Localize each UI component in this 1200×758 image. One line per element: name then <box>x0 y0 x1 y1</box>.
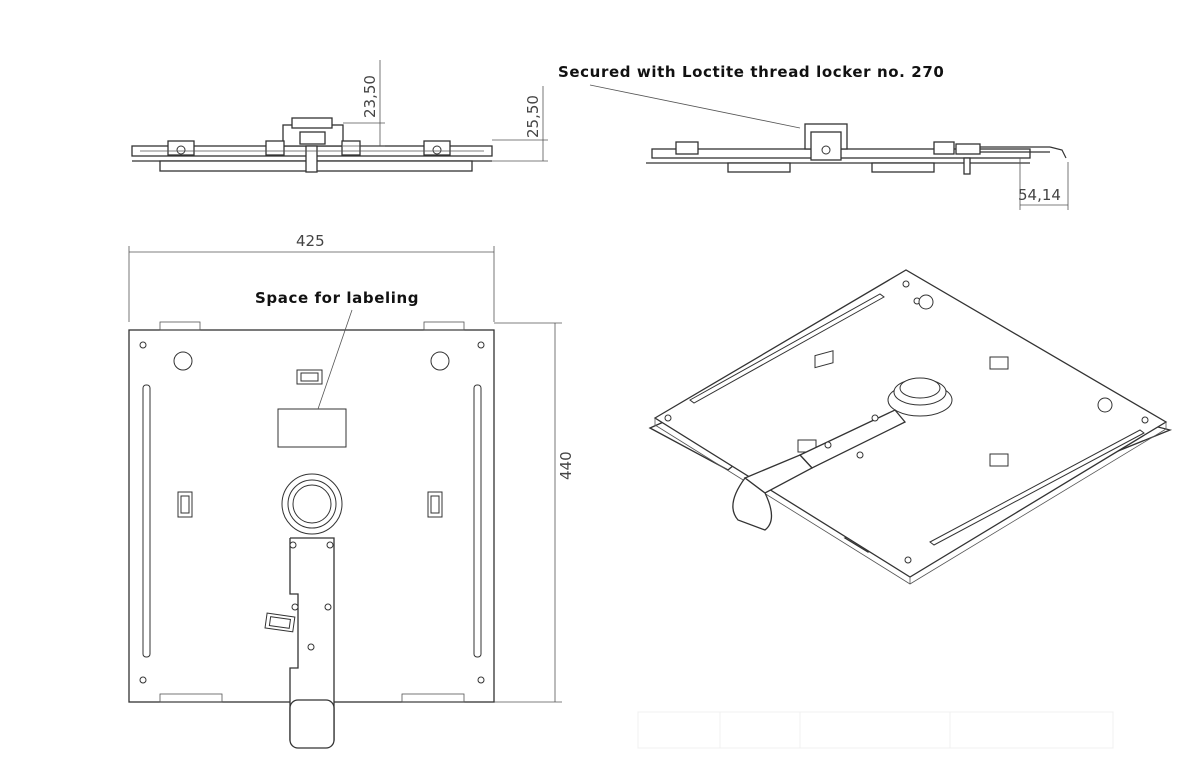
dim-25-50: 25,50 <box>524 95 542 138</box>
labeling-note: Space for labeling <box>255 289 419 307</box>
dim-54-14: 54,14 <box>1018 186 1061 204</box>
dim-23-50: 23,50 <box>361 75 379 118</box>
top-view <box>128 246 562 749</box>
side-view-right <box>589 84 1069 210</box>
side-view-left <box>131 60 548 173</box>
dim-440: 440 <box>557 451 575 480</box>
loctite-note: Secured with Loctite thread locker no. 2… <box>558 63 944 81</box>
isometric-view <box>648 269 1173 585</box>
dim-425: 425 <box>296 232 325 250</box>
watermark-title-block <box>637 711 1114 749</box>
